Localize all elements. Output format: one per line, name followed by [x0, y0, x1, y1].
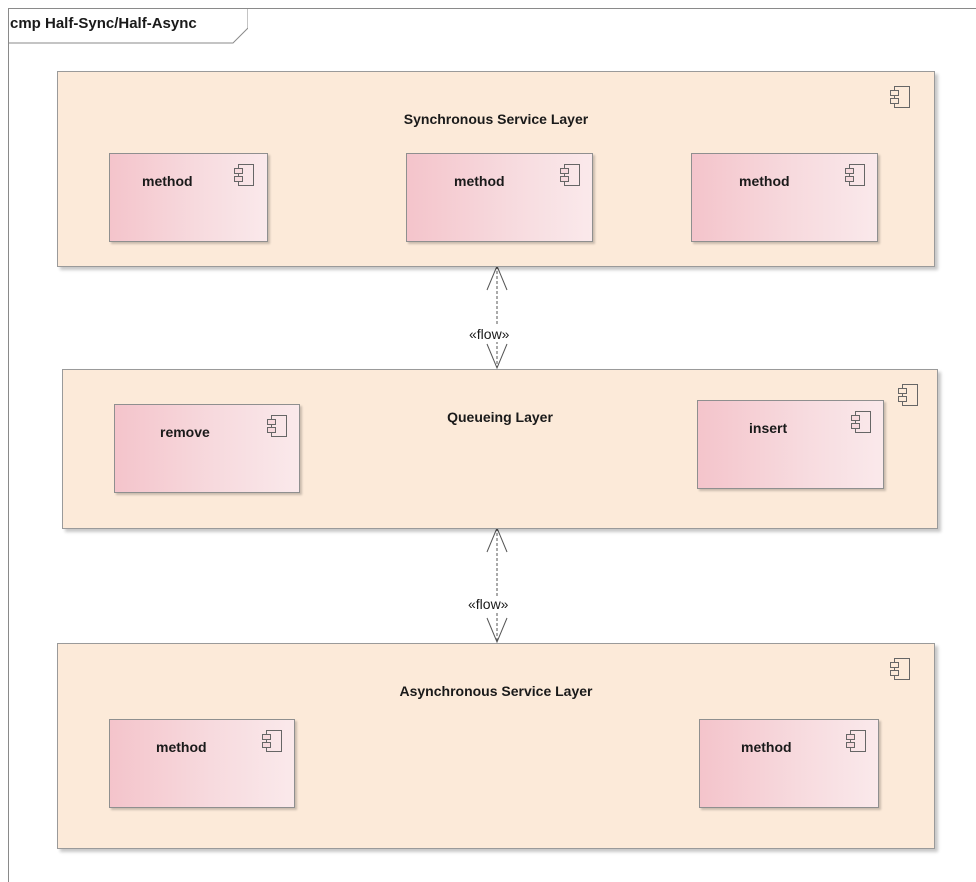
component-label: method — [156, 739, 207, 755]
diagram-title: cmp Half-Sync/Half-Async — [10, 15, 197, 32]
component-icon — [560, 164, 580, 186]
layer-synchronous-service[interactable]: Synchronous Service Layer method method … — [57, 71, 935, 267]
component-label: method — [454, 173, 505, 189]
component-label: method — [741, 739, 792, 755]
component-label: remove — [160, 424, 210, 440]
component-icon — [845, 164, 865, 186]
component-icon — [898, 384, 918, 406]
layer-asynchronous-service[interactable]: Asynchronous Service Layer method method — [57, 643, 935, 849]
component-method[interactable]: method — [691, 153, 878, 242]
frame-border-top — [8, 8, 976, 9]
component-method[interactable]: method — [109, 153, 268, 242]
flow-connector-sync-queue — [486, 264, 508, 370]
component-method[interactable]: method — [699, 719, 879, 808]
component-icon — [262, 730, 282, 752]
layer-title: Asynchronous Service Layer — [399, 683, 593, 699]
frame-tab — [8, 8, 248, 44]
component-icon — [851, 411, 871, 433]
component-method[interactable]: method — [406, 153, 593, 242]
component-icon — [890, 658, 910, 680]
layer-title: Queueing Layer — [447, 409, 553, 425]
component-method[interactable]: method — [109, 719, 295, 808]
flow-stereotype-label: «flow» — [467, 596, 510, 612]
component-icon — [890, 86, 910, 108]
layer-title: Synchronous Service Layer — [403, 111, 589, 127]
component-icon — [234, 164, 254, 186]
flow-connector-queue-async — [486, 526, 508, 644]
component-label: method — [142, 173, 193, 189]
component-remove[interactable]: remove — [114, 404, 300, 493]
component-label: method — [739, 173, 790, 189]
frame-border-left — [8, 8, 9, 882]
flow-stereotype-label: «flow» — [468, 326, 511, 342]
component-icon — [267, 415, 287, 437]
component-insert[interactable]: insert — [697, 400, 884, 489]
component-icon — [846, 730, 866, 752]
layer-queueing[interactable]: Queueing Layer remove insert — [62, 369, 938, 529]
component-label: insert — [749, 420, 788, 436]
